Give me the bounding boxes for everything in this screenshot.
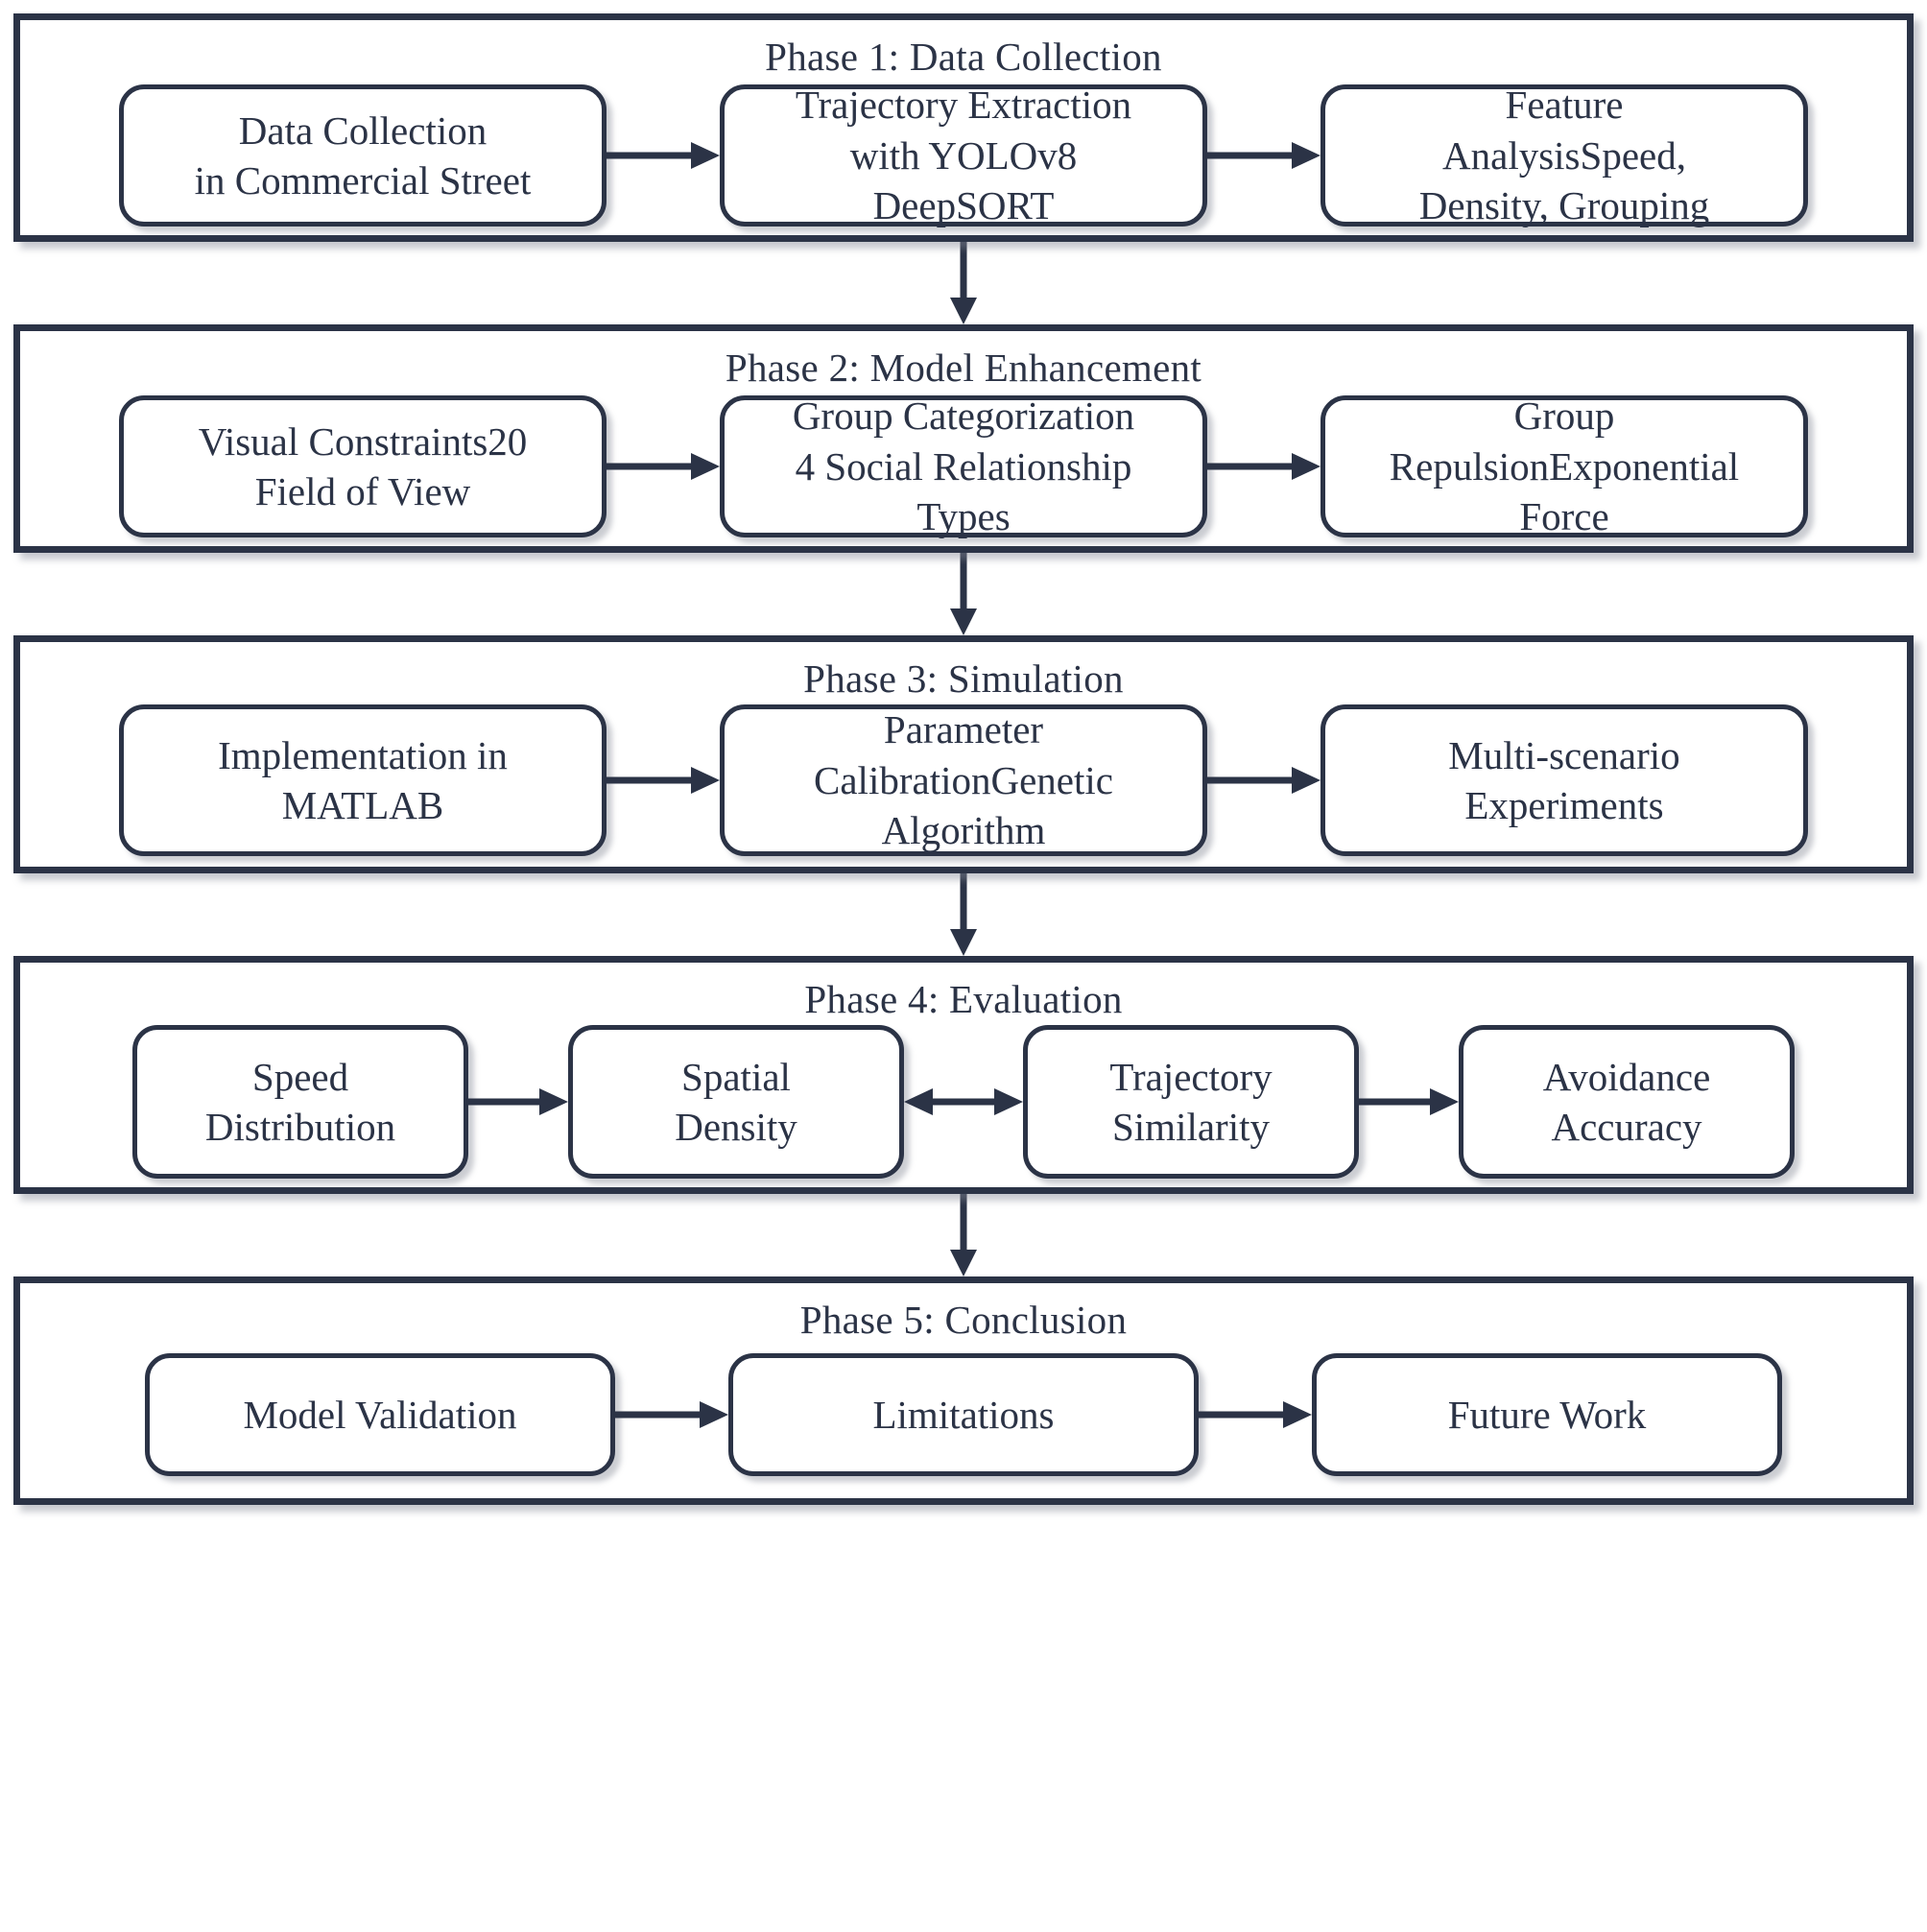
phase-container-1: Phase 1: Data Collection Data Collection…	[13, 13, 1914, 242]
node-visual-constraints[interactable]: Visual Constraints20 Field of View	[119, 395, 607, 537]
arrow-right-icon	[607, 761, 720, 799]
phase-connector-1-2	[13, 242, 1914, 324]
node-trajectory-similarity[interactable]: Trajectory Similarity	[1023, 1025, 1359, 1179]
phase-container-4: Phase 4: Evaluation Speed Distribution S…	[13, 956, 1914, 1194]
phase-title-3: Phase 3: Simulation	[803, 656, 1124, 701]
node-feature-analysis[interactable]: Feature AnalysisSpeed, Density, Grouping	[1320, 83, 1808, 227]
phase-row-5: Model Validation Limitations Future Work	[20, 1353, 1907, 1476]
arrow-right-icon	[1207, 136, 1320, 175]
arrow-right-icon	[607, 447, 720, 486]
phase-container-3: Phase 3: Simulation Implementation in MA…	[13, 635, 1914, 873]
node-group-repulsion[interactable]: Group RepulsionExponential Force	[1320, 394, 1808, 538]
node-speed-distribution[interactable]: Speed Distribution	[132, 1025, 468, 1179]
arrow-right-icon	[607, 136, 720, 175]
phase-row-1: Data Collection in Commercial Street Tra…	[20, 83, 1907, 227]
node-spatial-density[interactable]: Spatial Density	[568, 1025, 904, 1179]
phase-title-1: Phase 1: Data Collection	[765, 35, 1162, 79]
phase-title-2: Phase 2: Model Enhancement	[725, 346, 1202, 390]
node-parameter-calibration[interactable]: Parameter CalibrationGenetic Algorithm	[720, 704, 1207, 856]
node-avoidance-accuracy[interactable]: Avoidance Accuracy	[1459, 1025, 1795, 1179]
node-model-validation[interactable]: Model Validation	[145, 1353, 615, 1476]
node-multi-scenario-experiments[interactable]: Multi-scenario Experiments	[1320, 704, 1808, 856]
phase-connector-3-4	[13, 873, 1914, 956]
node-implementation-matlab[interactable]: Implementation in MATLAB	[119, 704, 607, 856]
node-limitations[interactable]: Limitations	[728, 1353, 1199, 1476]
phase-title-4: Phase 4: Evaluation	[804, 977, 1123, 1021]
node-future-work[interactable]: Future Work	[1312, 1353, 1782, 1476]
arrow-right-icon	[1207, 447, 1320, 486]
arrow-right-icon	[1359, 1083, 1459, 1121]
phase-connector-4-5	[13, 1194, 1914, 1276]
arrow-right-icon	[1207, 761, 1320, 799]
arrow-right-icon	[468, 1083, 568, 1121]
node-group-categorization[interactable]: Group Categorization 4 Social Relationsh…	[720, 394, 1207, 538]
arrow-right-icon	[1199, 1395, 1312, 1434]
phase-row-2: Visual Constraints20 Field of View Group…	[20, 394, 1907, 538]
phase-container-5: Phase 5: Conclusion Model Validation Lim…	[13, 1276, 1914, 1505]
phase-row-3: Implementation in MATLAB Parameter Calib…	[20, 704, 1907, 856]
arrow-right-icon	[615, 1395, 728, 1434]
node-trajectory-extraction[interactable]: Trajectory Extraction with YOLOv8 DeepSO…	[720, 83, 1207, 227]
phase-row-4: Speed Distribution Spatial Density Traje…	[20, 1025, 1907, 1179]
arrow-bidirectional-icon	[904, 1083, 1023, 1121]
phase-container-2: Phase 2: Model Enhancement Visual Constr…	[13, 324, 1914, 553]
phase-title-5: Phase 5: Conclusion	[799, 1298, 1128, 1342]
phase-connector-2-3	[13, 553, 1914, 635]
node-data-collection[interactable]: Data Collection in Commercial Street	[119, 84, 607, 227]
